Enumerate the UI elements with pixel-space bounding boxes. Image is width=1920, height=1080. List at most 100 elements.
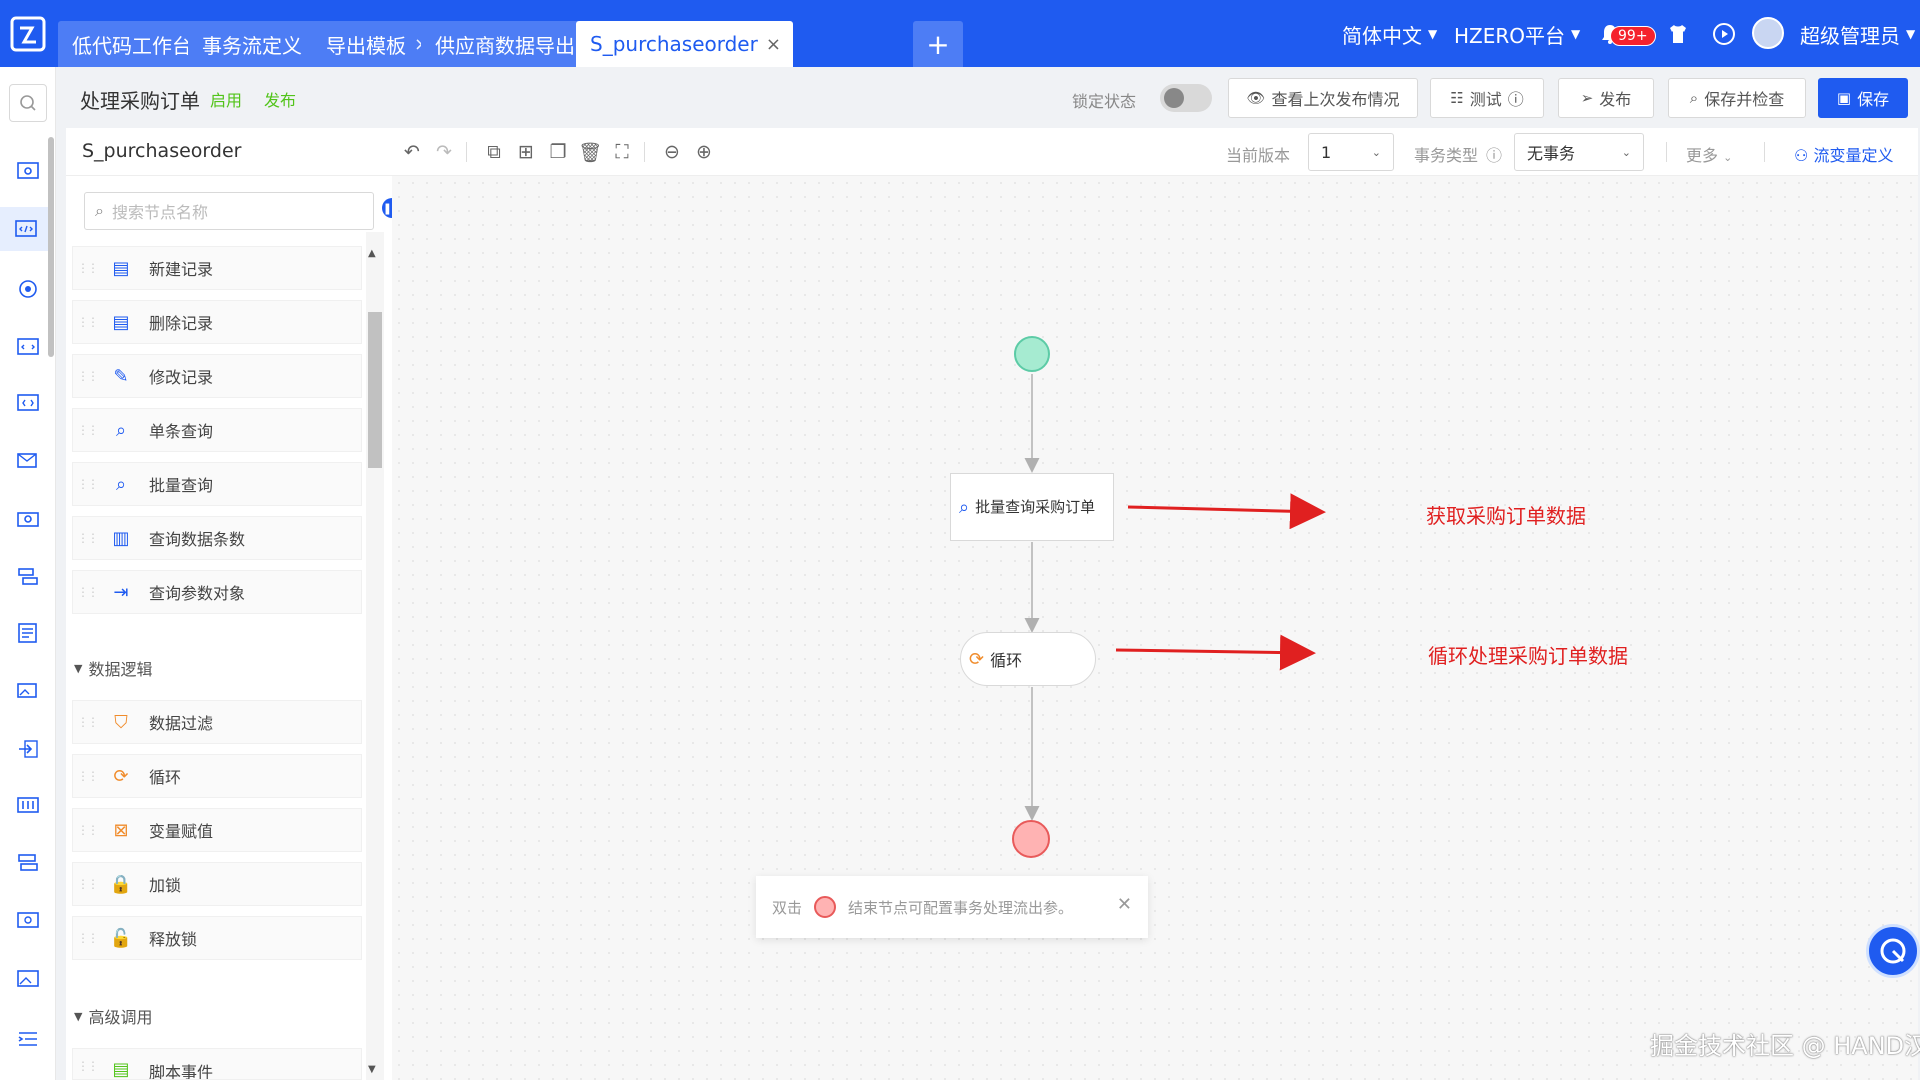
publish-button[interactable]: ➢发布 (1558, 78, 1654, 118)
palette-item-count-query[interactable]: ⋮⋮▥查询数据条数 (72, 516, 362, 560)
palette-item-label: 批量查询 (149, 476, 214, 495)
layers-icon[interactable] (14, 563, 42, 591)
flow-edges (1024, 374, 1326, 821)
drag-handle-icon[interactable]: ⋮⋮ (77, 585, 99, 599)
assistant-chat-icon[interactable] (1866, 924, 1920, 978)
loop-node[interactable]: ⟳ 循环 (960, 632, 1096, 686)
palette-item-assign-variable[interactable]: ⋮⋮⊠变量赋值 (72, 808, 362, 852)
start-node[interactable] (1014, 336, 1050, 372)
import-icon[interactable] (14, 735, 42, 763)
mail-settings-icon[interactable] (14, 447, 42, 475)
copy-icon[interactable]: ⧉ (487, 141, 501, 163)
code-file-icon[interactable] (14, 389, 42, 417)
platform-select[interactable]: HZERO平台▼ (1454, 16, 1580, 52)
palette-item-label: 循环 (149, 768, 182, 787)
group-advanced-call[interactable]: ▼高级调用 (74, 1004, 152, 1028)
chevron-down-icon: ⌄ (1723, 151, 1733, 164)
play-circle-icon[interactable] (1712, 16, 1736, 52)
fit-view-icon[interactable]: ⛶ (615, 141, 629, 163)
app-logo-icon[interactable] (10, 16, 46, 52)
batch-query-node[interactable]: ⌕ 批量查询采购订单 (950, 473, 1114, 541)
button-label: 测试 (1469, 90, 1502, 109)
camera-icon[interactable] (14, 505, 42, 533)
code-page-icon[interactable] (14, 333, 42, 361)
menu-collapse-icon[interactable] (14, 1025, 42, 1053)
user-menu[interactable]: 超级管理员▼ (1800, 16, 1915, 52)
image-settings-icon[interactable] (14, 677, 42, 705)
duplicate-icon[interactable]: ❐ (549, 141, 567, 163)
scroll-down-icon[interactable]: ▼ (368, 1064, 376, 1075)
help-icon[interactable]: ⓘ (1486, 146, 1503, 165)
flow-canvas[interactable]: ⌕ 批量查询采购订单 ⟳ 循环 获取采购订单数据 循环处理采购订单数据 双击 结… (392, 176, 1920, 1080)
sliders-icon[interactable] (14, 791, 42, 819)
palette-item-query-param[interactable]: ⋮⋮⇥查询参数对象 (72, 570, 362, 614)
palette-item-script-event[interactable]: ⋮⋮▤脚本事件 (72, 1048, 362, 1080)
close-icon[interactable]: ✕ (1116, 894, 1132, 915)
palette-item-unlock[interactable]: ⋮⋮🔓释放锁 (72, 916, 362, 960)
rail-scrollbar[interactable] (48, 137, 54, 357)
lock-toggle[interactable] (1160, 84, 1212, 112)
palette-scrollbar-thumb[interactable] (368, 312, 382, 468)
drag-handle-icon[interactable]: ⋮⋮ (77, 715, 99, 729)
caret-down-icon: ▼ (74, 661, 83, 675)
drag-handle-icon[interactable]: ⋮⋮ (77, 531, 99, 545)
palette-item-update-record[interactable]: ⋮⋮✎修改记录 (72, 354, 362, 398)
end-node[interactable] (1012, 820, 1050, 858)
search-icon[interactable] (9, 84, 47, 122)
caret-down-icon: ▼ (74, 1009, 83, 1023)
drag-handle-icon[interactable]: ⋮⋮ (77, 261, 99, 275)
palette-item-create-record[interactable]: ⋮⋮▤新建记录 (72, 246, 362, 290)
add-tab-button[interactable]: + (913, 21, 963, 67)
variable-icon: ⊠ (113, 819, 129, 841)
palette-item-single-query[interactable]: ⋮⋮⌕单条查询 (72, 408, 362, 452)
code-module-icon[interactable] (0, 207, 52, 251)
palette-item-delete-record[interactable]: ⋮⋮▤删除记录 (72, 300, 362, 344)
drag-handle-icon[interactable]: ⋮⋮ (77, 931, 99, 945)
close-icon[interactable]: × (765, 33, 781, 55)
drag-handle-icon[interactable]: ⋮⋮ (77, 1059, 99, 1073)
version-select[interactable]: 1⌄ (1308, 133, 1394, 171)
palette-item-data-filter[interactable]: ⋮⋮⛉数据过滤 (72, 700, 362, 744)
drag-handle-icon[interactable]: ⋮⋮ (77, 877, 99, 891)
avatar[interactable] (1752, 17, 1784, 49)
drag-handle-icon[interactable]: ⋮⋮ (77, 823, 99, 837)
delete-icon[interactable]: 🗑 (577, 141, 603, 164)
redo-icon[interactable]: ↷ (436, 141, 452, 163)
palette-item-batch-query[interactable]: ⋮⋮⌕批量查询 (72, 462, 362, 506)
tx-type-select[interactable]: 无事务⌄ (1514, 133, 1644, 171)
drag-handle-icon[interactable]: ⋮⋮ (77, 423, 99, 437)
dashboard-icon[interactable] (14, 157, 42, 185)
language-select[interactable]: 简体中文▼ (1342, 16, 1437, 52)
zoom-in-icon[interactable]: ⊕ (696, 141, 712, 163)
drag-handle-icon[interactable]: ⋮⋮ (77, 769, 99, 783)
list-doc-icon[interactable] (14, 619, 42, 647)
drag-handle-icon[interactable]: ⋮⋮ (77, 369, 99, 383)
save-and-check-button[interactable]: ⌕保存并检查 (1668, 78, 1806, 118)
more-menu[interactable]: 更多 ⌄ (1686, 142, 1732, 166)
palette-item-lock[interactable]: ⋮⋮🔒加锁 (72, 862, 362, 906)
network-icon[interactable] (14, 275, 42, 303)
group-data-logic[interactable]: ▼数据逻辑 (74, 656, 152, 680)
theme-shirt-icon[interactable] (1666, 16, 1690, 52)
zoom-out-icon[interactable]: ⊖ (664, 141, 680, 163)
paste-icon[interactable]: ⊞ (518, 141, 534, 163)
palette-item-loop[interactable]: ⋮⋮⟳循环 (72, 754, 362, 798)
drag-handle-icon[interactable]: ⋮⋮ (77, 315, 99, 329)
bar-chart-icon: ▥ (112, 527, 130, 549)
stack-icon[interactable] (14, 849, 42, 877)
scroll-up-icon[interactable]: ▲ (368, 248, 376, 259)
node-search-input[interactable]: ⌕搜索节点名称 (84, 192, 374, 230)
monitor-icon[interactable] (14, 907, 42, 935)
flow-variable-definition-button[interactable]: ⚇ 流变量定义 (1794, 142, 1893, 166)
editor-toolbar: S_purchaseorder ↶ ↷ ⧉ ⊞ ❐ 🗑 ⛶ ⊖ ⊕ 当前版本 1… (66, 128, 1918, 176)
view-last-publish-button[interactable]: 👁查看上次发布情况 (1228, 78, 1418, 118)
save-button[interactable]: ▣保存 (1818, 78, 1908, 118)
image-icon[interactable] (14, 965, 42, 993)
chevron-down-icon: ▼ (1906, 27, 1916, 41)
drag-handle-icon[interactable]: ⋮⋮ (77, 477, 99, 491)
tab-s-purchaseorder[interactable]: S_purchaseorder× (576, 21, 793, 67)
hint-text: 结束节点可配置事务处理流出参。 (848, 898, 1074, 917)
palette-item-label: 修改记录 (149, 368, 214, 387)
undo-icon[interactable]: ↶ (404, 141, 420, 163)
